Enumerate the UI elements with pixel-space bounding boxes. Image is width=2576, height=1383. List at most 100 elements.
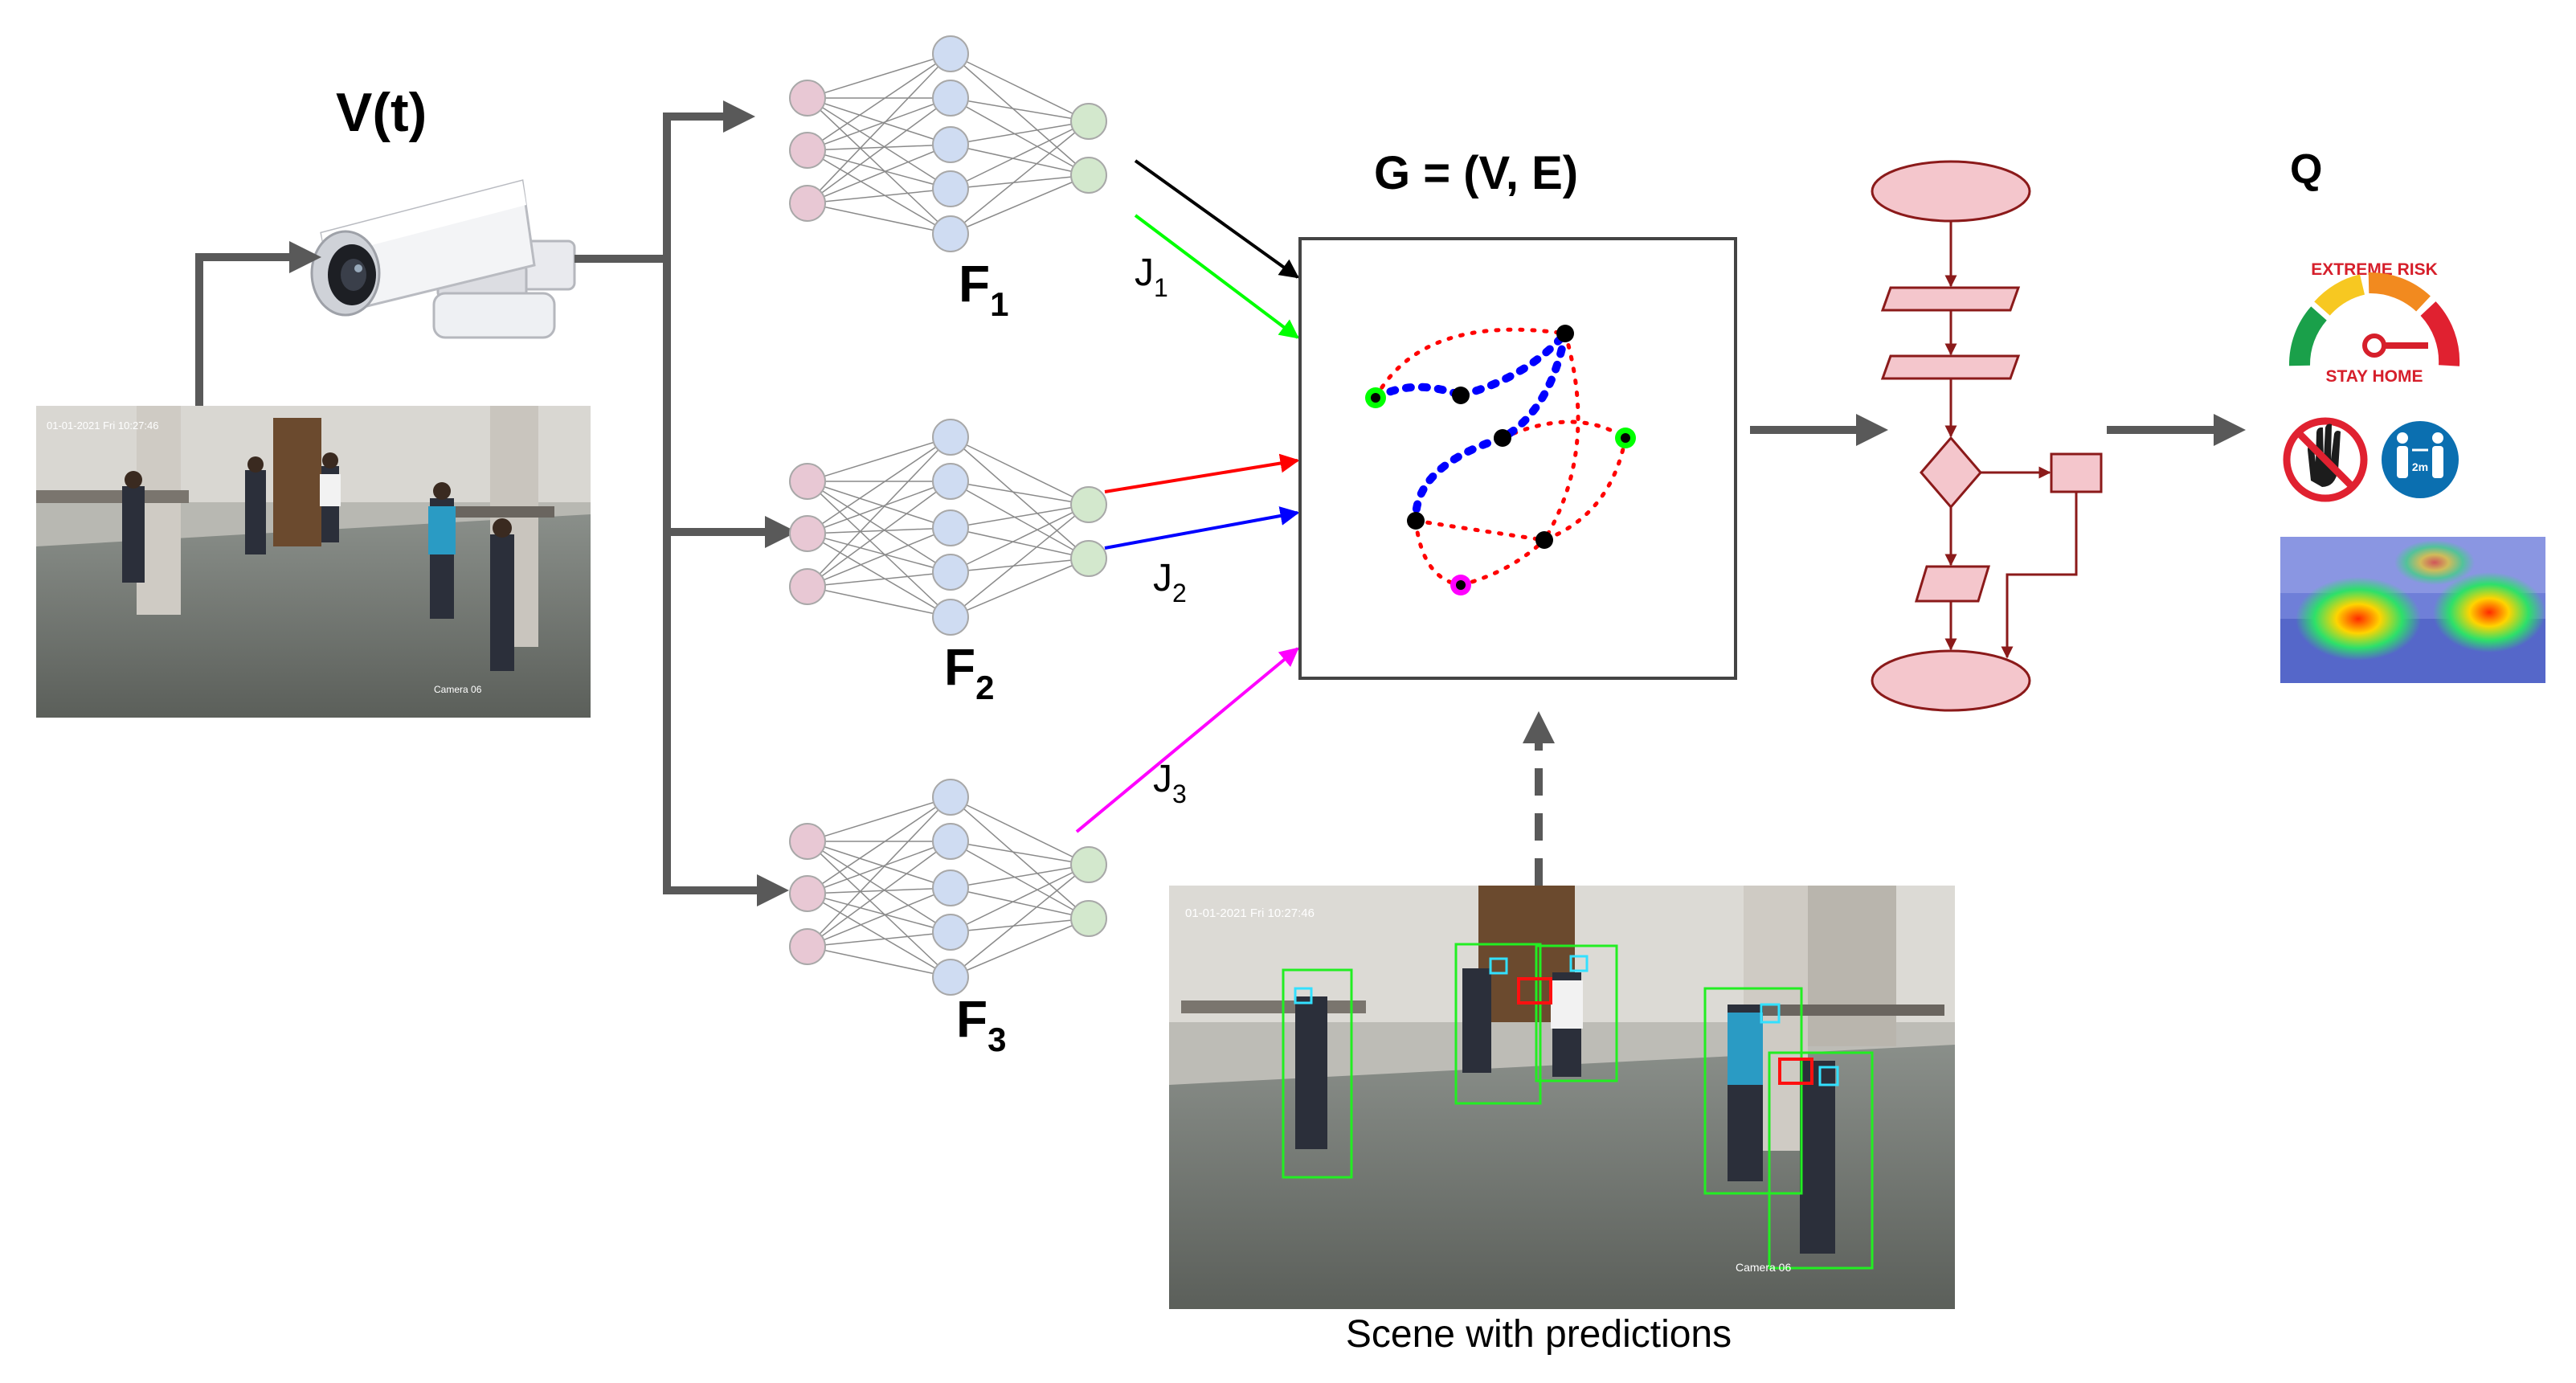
input-node	[789, 515, 826, 552]
network-edge	[950, 121, 1090, 145]
network-edge	[807, 53, 951, 204]
network-edge	[950, 174, 1090, 235]
network-edge	[950, 887, 1090, 919]
hidden-node	[932, 126, 969, 163]
network-label-f1: F1	[959, 255, 1008, 323]
input-node	[789, 463, 826, 500]
network-edge	[950, 796, 1090, 919]
flowchart-decision	[1920, 436, 1982, 509]
network-edge	[807, 796, 951, 947]
network-edge	[950, 97, 1090, 176]
risk-gauge-top-text: EXTREME RISK	[2311, 260, 2438, 279]
input-frame-camera-label: Camera 06	[434, 684, 482, 695]
output-node	[1070, 103, 1107, 140]
output-label: Q	[2290, 146, 2322, 193]
network-edge	[950, 558, 1090, 573]
network-edge	[807, 841, 951, 947]
network-edge	[807, 481, 951, 618]
prediction-frame: 01-01-2021 Fri 10:27:46 Camera 06	[1169, 886, 1955, 1309]
flowchart-io	[1914, 565, 1991, 603]
network-edge	[807, 533, 951, 573]
network-edge	[807, 97, 951, 145]
flowchart-step	[1880, 286, 2021, 312]
network-edge	[807, 97, 951, 190]
j3-magenta-arrow	[1075, 647, 1299, 833]
network-edge	[950, 436, 1090, 505]
network-edge	[950, 918, 1090, 978]
joint-label-j3: J3	[1153, 758, 1187, 808]
hidden-node	[932, 599, 969, 636]
network-edge	[950, 864, 1090, 933]
network-edge	[807, 436, 951, 587]
network-edge	[807, 796, 951, 842]
prediction-frame-timestamp: 01-01-2021 Fri 10:27:46	[1185, 906, 1315, 920]
graph-title: G = (V, E)	[1374, 147, 1578, 199]
network-edge	[807, 527, 951, 587]
network-edge	[807, 893, 951, 933]
network-edge	[807, 144, 951, 204]
graph-node	[1494, 429, 1511, 447]
network-edge	[807, 527, 951, 534]
input-frame-timestamp: 01-01-2021 Fri 10:27:46	[47, 419, 158, 432]
hidden-node	[932, 509, 969, 546]
hidden-node	[932, 869, 969, 906]
input-node	[789, 875, 826, 912]
decision-flowchart	[1871, 160, 2103, 712]
hidden-node	[932, 35, 969, 72]
network-edge	[807, 841, 951, 894]
flowchart-end	[1871, 649, 2031, 712]
network-edge	[807, 893, 951, 978]
prediction-frame-camera-label: Camera 06	[1736, 1261, 1791, 1274]
graph-panel	[1298, 237, 1737, 680]
network-edge	[807, 436, 951, 482]
network-edge	[807, 533, 951, 618]
network-edge	[950, 121, 1090, 190]
distance-sign-text: 2m	[2412, 460, 2428, 473]
network-edge	[807, 481, 951, 529]
network-f3	[789, 779, 1107, 996]
network-edge	[807, 841, 951, 889]
network-edge	[807, 97, 951, 204]
input-node	[789, 568, 826, 605]
j1-green-arrow	[1134, 214, 1299, 339]
network-edge	[807, 931, 951, 947]
graph-node	[1556, 325, 1574, 342]
network-edge	[807, 436, 951, 534]
graph-node	[1452, 387, 1470, 404]
network-edge	[950, 527, 1090, 559]
input-node	[789, 823, 826, 860]
network-label-f3: F3	[956, 990, 1006, 1058]
network-edge	[807, 887, 951, 947]
j1-black-arrow	[1134, 159, 1299, 279]
no-touch-icon	[2283, 417, 2368, 502]
input-node	[789, 928, 826, 965]
network-edge	[807, 53, 951, 151]
network-edge	[807, 97, 951, 151]
network-edge	[807, 149, 951, 235]
crowd-heatmap-image	[2280, 537, 2545, 683]
hidden-node	[932, 959, 969, 996]
cctv-camera-icon	[310, 179, 576, 339]
network-edge	[807, 188, 951, 204]
joint-arrows	[1075, 159, 1300, 833]
output-node	[1070, 486, 1107, 523]
network-edge	[950, 864, 1090, 978]
flowchart-process	[2050, 452, 2103, 493]
network-edge	[950, 481, 1090, 505]
network-edge	[950, 481, 1090, 559]
hidden-node	[932, 215, 969, 252]
network-f1	[789, 35, 1107, 252]
hidden-node	[932, 554, 969, 591]
network-edge	[807, 97, 951, 235]
prediction-caption: Scene with predictions	[1346, 1313, 1732, 1356]
network-edge	[950, 841, 1090, 919]
network-f2	[789, 419, 1107, 636]
network-edge	[950, 53, 1090, 122]
network-edge	[807, 481, 951, 587]
j2-blue-arrow	[1104, 506, 1300, 550]
network-edge	[950, 796, 1090, 865]
hidden-node	[932, 914, 969, 951]
network-edge	[950, 436, 1090, 559]
network-edge	[950, 504, 1090, 618]
joint-label-j2: J2	[1153, 557, 1187, 608]
